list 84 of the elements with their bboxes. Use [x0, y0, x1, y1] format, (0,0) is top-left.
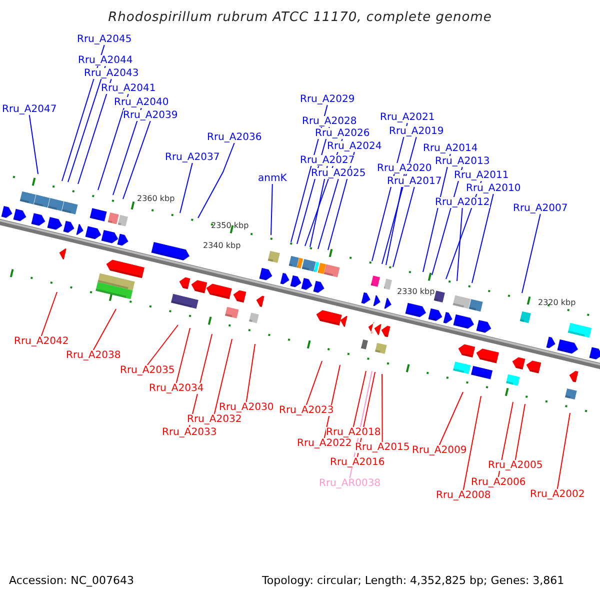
- leader-line: [68, 66, 106, 182]
- gene-label: Rru_A2024: [327, 141, 382, 152]
- scale-label: 2340 kbp: [203, 241, 241, 250]
- gene-label: Rru_A2019: [389, 126, 444, 137]
- leader-line: [92, 308, 116, 350]
- gene-label: Rru_A2035: [120, 365, 175, 376]
- gene-label: Rru_A2026: [315, 128, 370, 139]
- leader-line: [214, 338, 232, 414]
- leader-line: [270, 184, 273, 236]
- gene-label: Rru_A2008: [436, 490, 491, 501]
- map-title: Rhodospirillum rubrum ATCC 11170, complete genome: [107, 10, 493, 25]
- gene-label: Rru_A2002: [530, 489, 585, 500]
- leader-line: [392, 186, 415, 268]
- gene-label: Rru_A2036: [207, 132, 262, 143]
- leader-line: [386, 174, 405, 266]
- gene-label: Rru_A2043: [84, 68, 139, 79]
- accession-label: Accession: NC_007643: [9, 574, 134, 587]
- scale-label: 2320 kbp: [538, 298, 576, 307]
- gene-label: Rru_A2047: [2, 104, 57, 115]
- leader-line: [514, 404, 526, 460]
- leader-line: [246, 344, 256, 402]
- gene-label: Rru_A2045: [77, 34, 132, 45]
- leader-line: [472, 194, 494, 284]
- gene-label: Rru_A2016: [330, 457, 385, 468]
- leader-line: [352, 370, 366, 428]
- gene-label: Rru_A2022: [297, 438, 352, 449]
- leader-line: [40, 292, 58, 336]
- gene-label: Rru_A2007: [513, 203, 568, 214]
- leader-line: [28, 114, 38, 174]
- gene-label: Rru_A2023: [279, 405, 334, 416]
- gene-label: Rru_A2020: [377, 163, 432, 174]
- leader-line: [456, 208, 463, 282]
- gene-label: Rru_A2006: [471, 477, 526, 488]
- gene-label: Rru_A2039: [123, 110, 178, 121]
- gene-label: Rru_A2034: [149, 383, 204, 394]
- leader-line: [146, 324, 178, 366]
- leader-line: [310, 166, 328, 248]
- gene-label: Rru_A2014: [423, 143, 478, 154]
- leader-line: [306, 360, 322, 406]
- gene-label: Rru_A2033: [162, 427, 217, 438]
- gene-label: Rru_A2015: [355, 442, 410, 453]
- gene-label: Rru_A2012: [435, 197, 490, 208]
- leader-line: [438, 392, 464, 446]
- scale-label: 2350 kbp: [211, 221, 249, 230]
- gene-label: Rru_A2027: [300, 155, 355, 166]
- gene-label: Rru_A2018: [326, 427, 381, 438]
- leader-line: [462, 396, 482, 490]
- genome-stats-label: Topology: circular; Length: 4,352,825 bp; Genes: 3,861: [262, 574, 564, 587]
- leader-line: [98, 94, 129, 190]
- gene-label: Rru_A2011: [454, 170, 509, 181]
- leader-line: [522, 214, 541, 294]
- gene-label: Rru_A2010: [466, 183, 521, 194]
- leader-line: [112, 108, 142, 196]
- gene-label: Rru_A2028: [302, 116, 357, 127]
- leader-line: [62, 44, 105, 182]
- gene-label: Rru_A2009: [412, 445, 467, 456]
- leader-line: [324, 364, 340, 438]
- leader-line: [122, 120, 151, 200]
- gene-label: Rru_A2005: [488, 460, 543, 471]
- gene-label: Rru_A2038: [66, 350, 121, 361]
- gene-label: Rru_A2041: [101, 83, 156, 94]
- gene-label: Rru_A2042: [14, 336, 69, 347]
- leader-line: [198, 142, 235, 218]
- leader-line: [382, 374, 383, 442]
- gene-label: Rru_A2037: [165, 152, 220, 163]
- gene-label: Rru_A2030: [219, 402, 274, 413]
- gene-label: Rru_A2029: [300, 94, 355, 105]
- leader-line: [318, 178, 339, 250]
- gene-label: Rru_A2044: [78, 55, 133, 66]
- leader-line: [176, 328, 190, 384]
- gene-label: Rru_A2032: [187, 414, 242, 425]
- scale-label: 2330 kbp: [397, 287, 435, 296]
- gene-label: anmK: [258, 173, 287, 184]
- scale-label: 2360 kbp: [137, 194, 175, 203]
- leader-line: [556, 412, 570, 490]
- leader-line: [78, 78, 112, 184]
- gene-label: Rru_A2021: [380, 112, 435, 123]
- gene-label: Rru_A2040: [114, 97, 169, 108]
- gene-label: Rru_A2013: [435, 156, 490, 167]
- gene-label: Rru_A2017: [387, 176, 442, 187]
- leader-line: [498, 402, 514, 478]
- gene-label: Rru_AR0038: [319, 478, 381, 489]
- leader-line: [180, 162, 193, 214]
- gene-label: Rru_A2025: [311, 168, 366, 179]
